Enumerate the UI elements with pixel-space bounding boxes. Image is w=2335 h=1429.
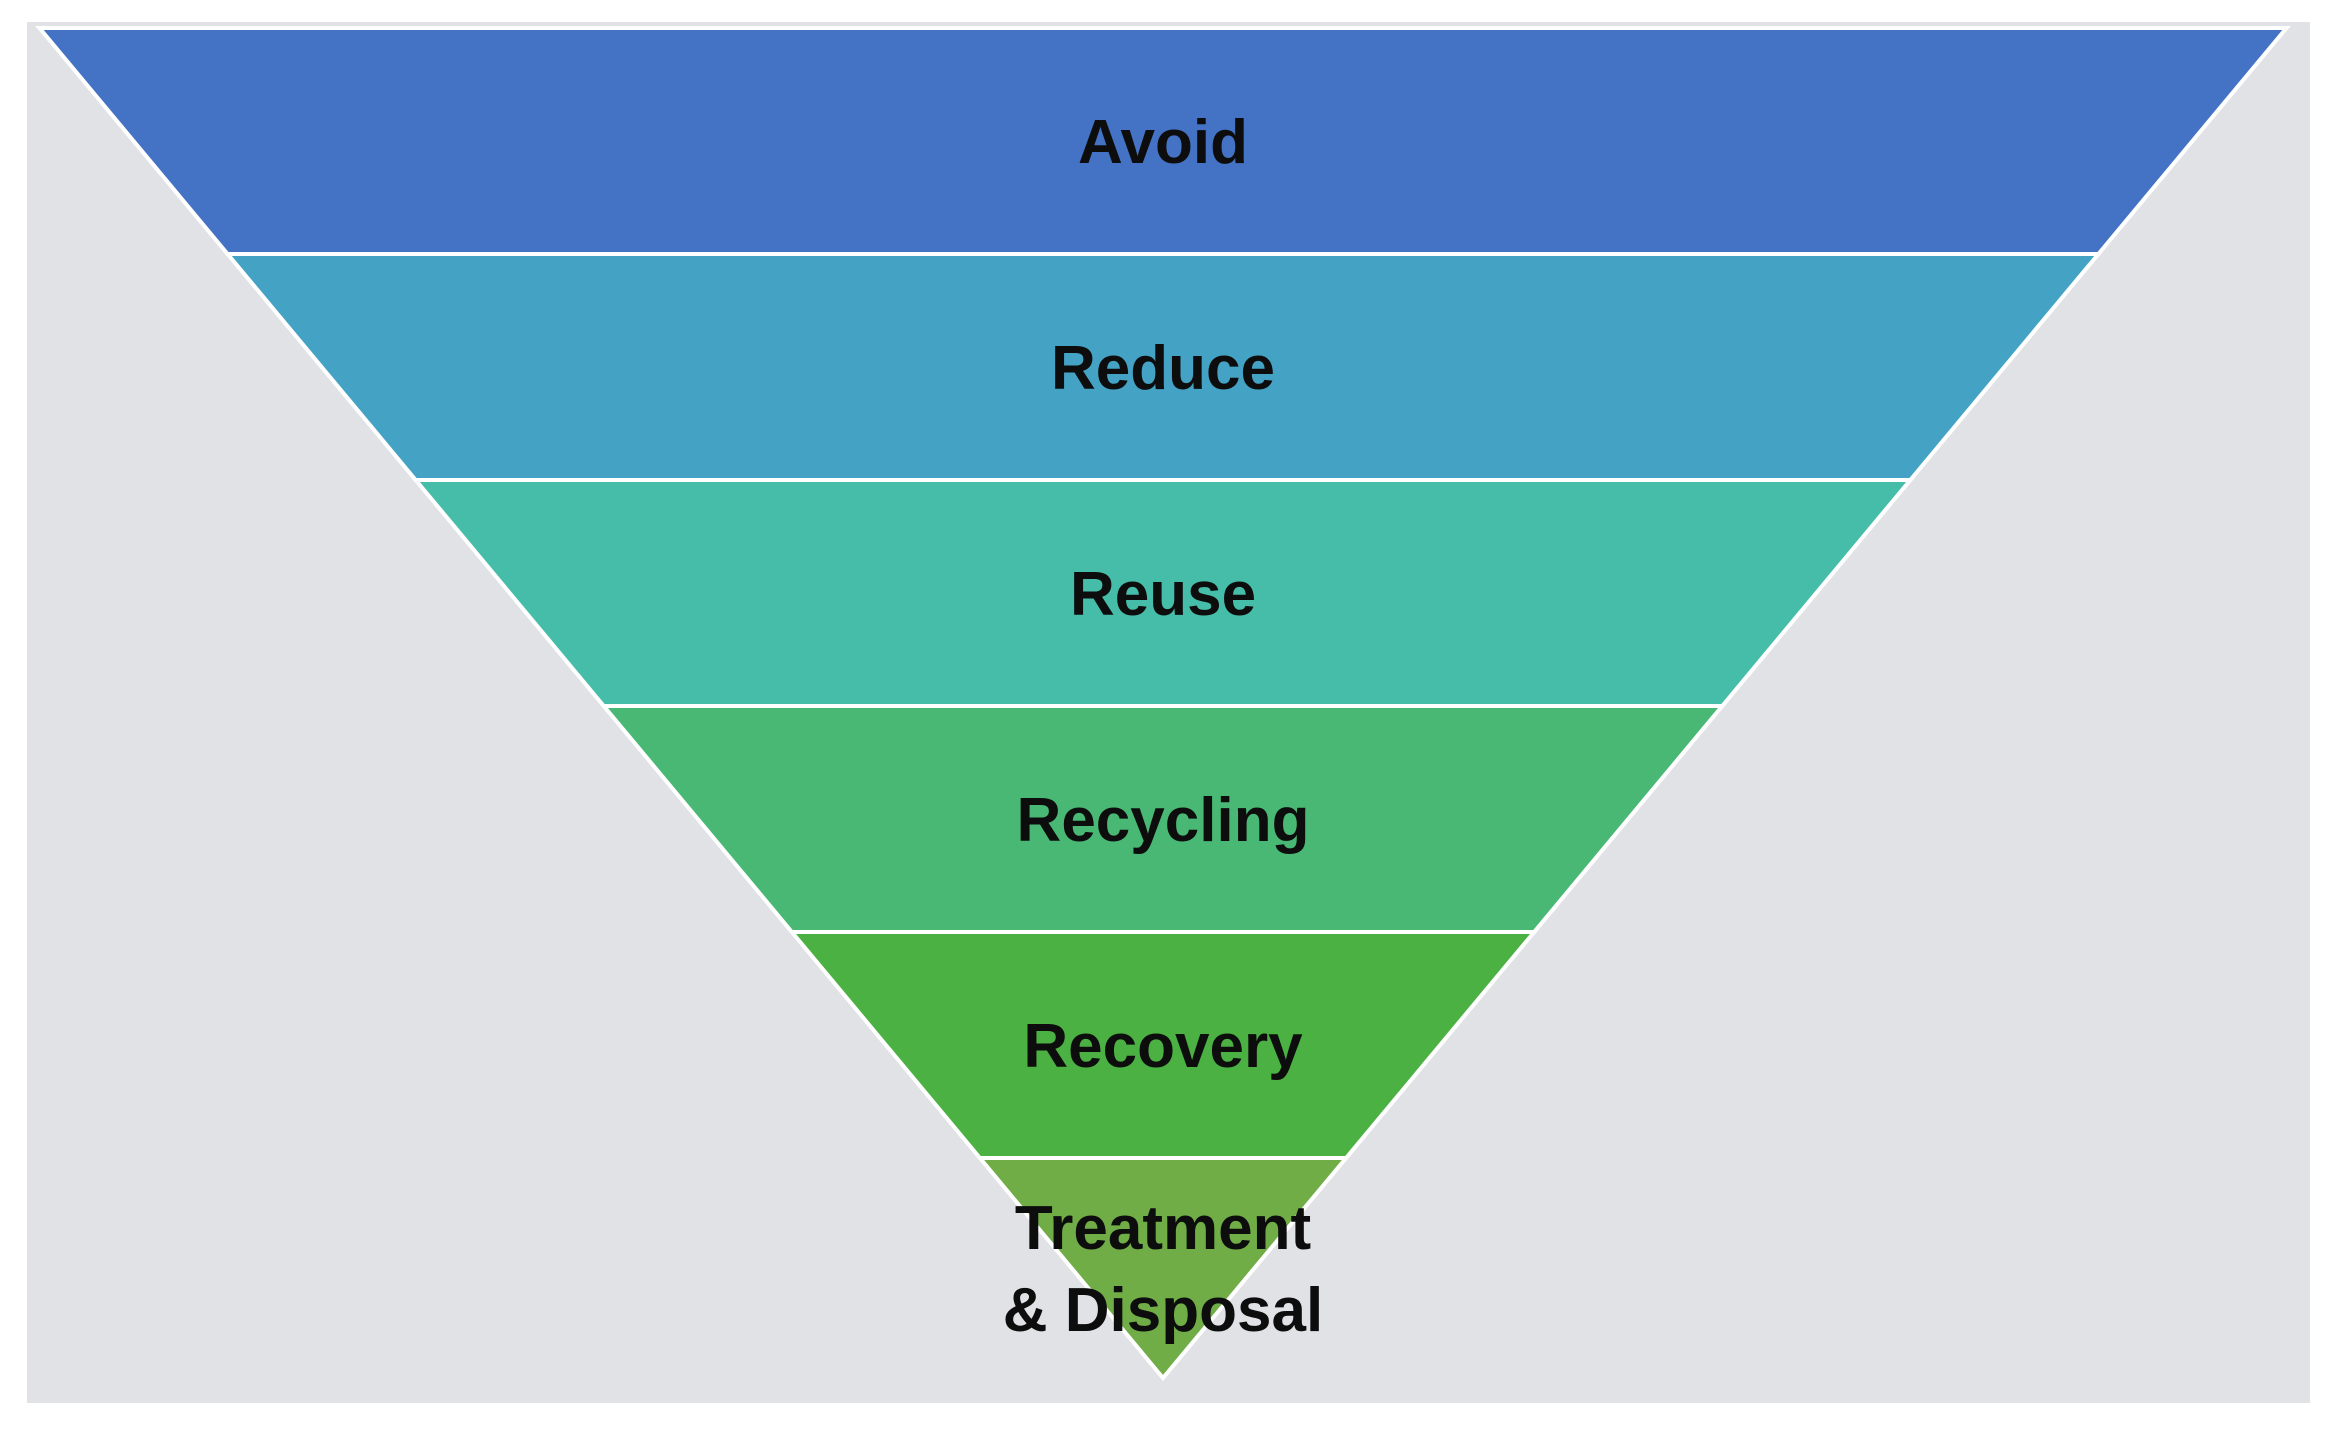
tier-5-label: Recovery	[1023, 1012, 1303, 1081]
tier-6-label-line-2: & Disposal	[1003, 1276, 1323, 1345]
tier-3-label-line-1: Reuse	[1070, 560, 1256, 629]
tier-6-label-line-1: Treatment	[1015, 1194, 1311, 1263]
tier-4-label: Recycling	[1017, 786, 1310, 855]
tier-5-label-line-1: Recovery	[1023, 1012, 1303, 1081]
tiers-group	[35, 26, 2291, 1382]
tier-4-label-line-1: Recycling	[1017, 786, 1310, 855]
tier-2-label-line-1: Reduce	[1051, 334, 1275, 403]
tier-1-label: Avoid	[1078, 108, 1248, 177]
tier-2-label: Reduce	[1051, 334, 1275, 403]
tier-6-label: Treatment & Disposal	[1003, 1194, 1323, 1345]
tier-1-label-line-1: Avoid	[1078, 108, 1248, 177]
labels-group: AvoidReduceReuseRecyclingRecoveryTreatme…	[1003, 108, 1323, 1345]
tier-3-label: Reuse	[1070, 560, 1256, 629]
tier-6-band	[975, 1156, 1351, 1382]
